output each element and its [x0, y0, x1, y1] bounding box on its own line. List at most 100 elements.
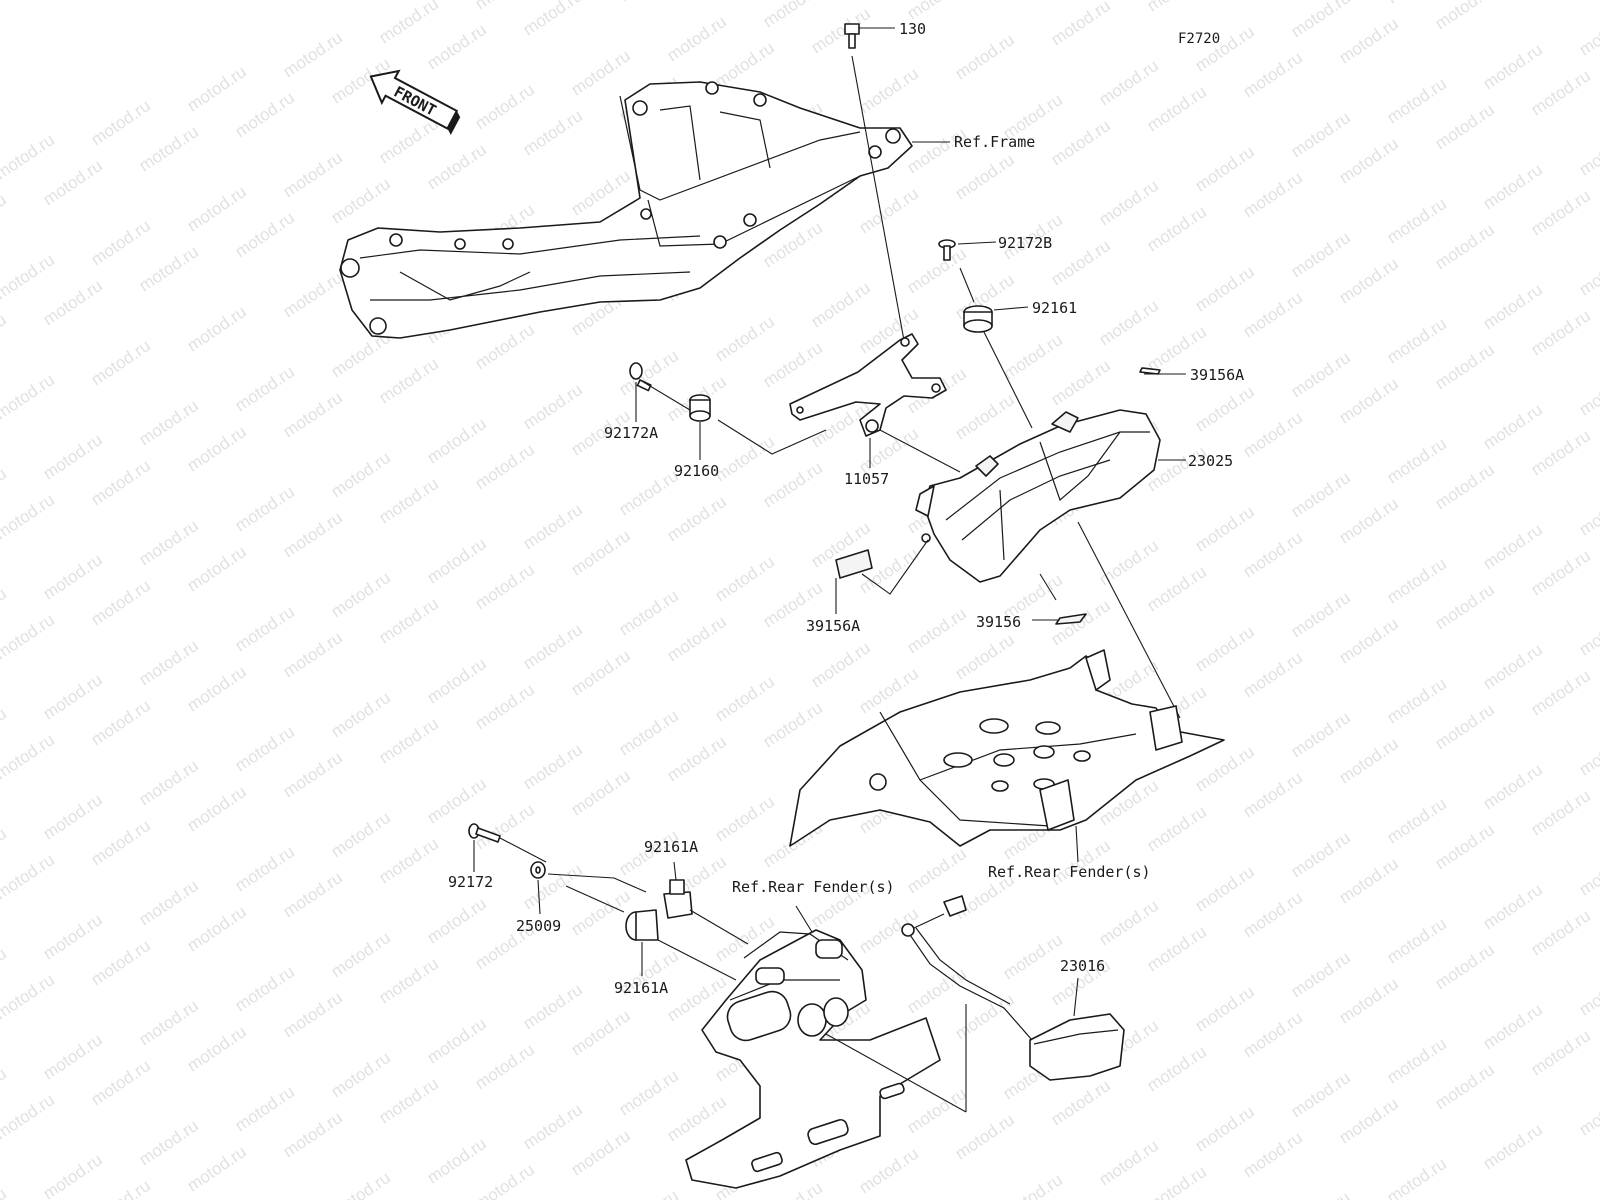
watermark-text: motod.ru	[1288, 1188, 1354, 1200]
watermark-text: motod.ru	[232, 1082, 298, 1135]
watermark-text: motod.ru	[1240, 1008, 1306, 1061]
watermark-text: motod.ru	[0, 610, 58, 663]
watermark-text: motod.ru	[1000, 1170, 1066, 1200]
watermark-text: motod.ru	[88, 216, 154, 269]
watermark-text: motod.ru	[424, 414, 490, 467]
watermark-text: motod.ru	[616, 466, 682, 519]
watermark-text: motod.ru	[184, 62, 250, 115]
watermark-text: motod.ru	[1192, 382, 1258, 435]
watermark-text: motod.ru	[520, 380, 586, 433]
watermark-text: motod.ru	[712, 38, 778, 91]
watermark-text: motod.ru	[232, 842, 298, 895]
watermark-text: motod.ru	[376, 594, 442, 647]
watermark-text: motod.ru	[1336, 1094, 1402, 1147]
watermark-text: motod.ru	[1240, 648, 1306, 701]
watermark-text: motod.ru	[568, 646, 634, 699]
watermark-text: motod.ru	[424, 140, 490, 193]
diagram-code: F2720	[1178, 31, 1220, 47]
watermark-text: motod.ru	[616, 346, 682, 399]
watermark-text: motod.ru	[376, 0, 442, 47]
watermark-text: motod.ru	[712, 552, 778, 605]
watermark-text: motod.ru	[40, 1030, 106, 1083]
watermark-text: motod.ru	[0, 1184, 10, 1200]
watermark-text: motod.ru	[1288, 948, 1354, 1001]
watermark-text: motod.ru	[1096, 896, 1162, 949]
watermark-text: motod.ru	[328, 568, 394, 621]
watermark-text: motod.ru	[1192, 862, 1258, 915]
watermark-text: motod.ru	[328, 688, 394, 741]
watermark-text: motod.ru	[472, 1040, 538, 1093]
watermark-text: motod.ru	[952, 1110, 1018, 1163]
watermark-text: motod.ru	[1240, 408, 1306, 461]
watermark-text: motod.ru	[1384, 794, 1450, 847]
watermark-text: motod.ru	[1480, 520, 1546, 573]
watermark-text: motod.ru	[88, 696, 154, 749]
watermark-text: motod.ru	[952, 390, 1018, 443]
watermark-text: motod.ru	[184, 782, 250, 835]
label-39156a-top	[1139, 367, 1161, 375]
watermark-text: motod.ru	[1192, 1102, 1258, 1155]
watermark-text: motod.ru	[1144, 802, 1210, 855]
watermark-text: motod.ru	[232, 362, 298, 415]
watermark-text: motod.ru	[664, 612, 730, 665]
watermark-text: motod.ru	[40, 670, 106, 723]
watermark-text: motod.ru	[136, 396, 202, 449]
license-lamp-23016	[901, 895, 1125, 1081]
watermark-text: motod.ru	[424, 20, 490, 73]
rear-fender-upper	[789, 649, 1225, 847]
watermark-text: motod.ru	[568, 1126, 634, 1179]
watermark-text: motod.ru	[232, 722, 298, 775]
label-23016: 23016	[1060, 957, 1105, 975]
watermark-text: motod.ru	[0, 1090, 58, 1143]
watermark-text: motod.ru	[280, 1108, 346, 1161]
watermark-text: motod.ru	[1480, 640, 1546, 693]
watermark-text: motod.ru	[760, 1178, 826, 1200]
watermark-text: motod.ru	[1432, 1060, 1498, 1113]
watermark-text: motod.ru	[1192, 142, 1258, 195]
watermark-text: motod.ru	[1528, 306, 1594, 359]
watermark-text: motod.ru	[136, 516, 202, 569]
watermark-text: motod.ru	[568, 886, 634, 939]
watermark-text: motod.ru	[184, 1022, 250, 1075]
watermark-text: motod.ru	[1384, 674, 1450, 727]
watermark-text: motod.ru	[280, 508, 346, 561]
watermark-text: motod.ru	[1192, 982, 1258, 1035]
watermark-text: motod.ru	[472, 800, 538, 853]
label-92160: 92160	[674, 462, 719, 480]
watermark-text: motod.ru	[760, 458, 826, 511]
watermark-text: motod.ru	[1048, 0, 1114, 49]
watermark-text: motod.ru	[568, 526, 634, 579]
watermark-text: motod.ru	[664, 732, 730, 785]
watermark-text: motod.ru	[1576, 966, 1600, 1019]
watermark-text: motod.ru	[136, 996, 202, 1049]
watermark-text: motod.ru	[1288, 468, 1354, 521]
watermark-text: motod.ru	[1096, 536, 1162, 589]
grommet-92161a-top	[663, 879, 693, 919]
watermark-text: motod.ru	[1432, 700, 1498, 753]
watermark-text: motod.ru	[1528, 546, 1594, 599]
watermark-text: motod.ru	[952, 630, 1018, 683]
label-92172b: 92172B	[998, 234, 1052, 252]
watermark-text: motod.ru	[184, 662, 250, 715]
watermark-text: motod.ru	[712, 672, 778, 725]
watermark-text: motod.ru	[376, 1074, 442, 1127]
watermark-text: motod.ru	[1480, 160, 1546, 213]
watermark-text: motod.ru	[1288, 708, 1354, 761]
watermark-text: motod.ru	[1336, 254, 1402, 307]
watermark-text: motod.ru	[1528, 906, 1594, 959]
watermark-text: motod.ru	[1288, 1068, 1354, 1121]
watermark-text: motod.ru	[568, 766, 634, 819]
watermark-text: motod.ru	[1144, 1042, 1210, 1095]
watermark-text: motod.ru	[1432, 220, 1498, 273]
watermark-text: motod.ru	[904, 244, 970, 297]
watermark-text: motod.ru	[664, 1092, 730, 1145]
watermark-text: motod.ru	[472, 320, 538, 373]
watermark-text: motod.ru	[184, 302, 250, 355]
watermark-text: motod.ru	[664, 492, 730, 545]
watermark-text: motod.ru	[1384, 434, 1450, 487]
label-11057: 11057	[844, 470, 889, 488]
watermark-text: motod.ru	[1240, 168, 1306, 221]
watermark-text: motod.ru	[1432, 940, 1498, 993]
watermark-text: motod.ru	[472, 0, 538, 13]
